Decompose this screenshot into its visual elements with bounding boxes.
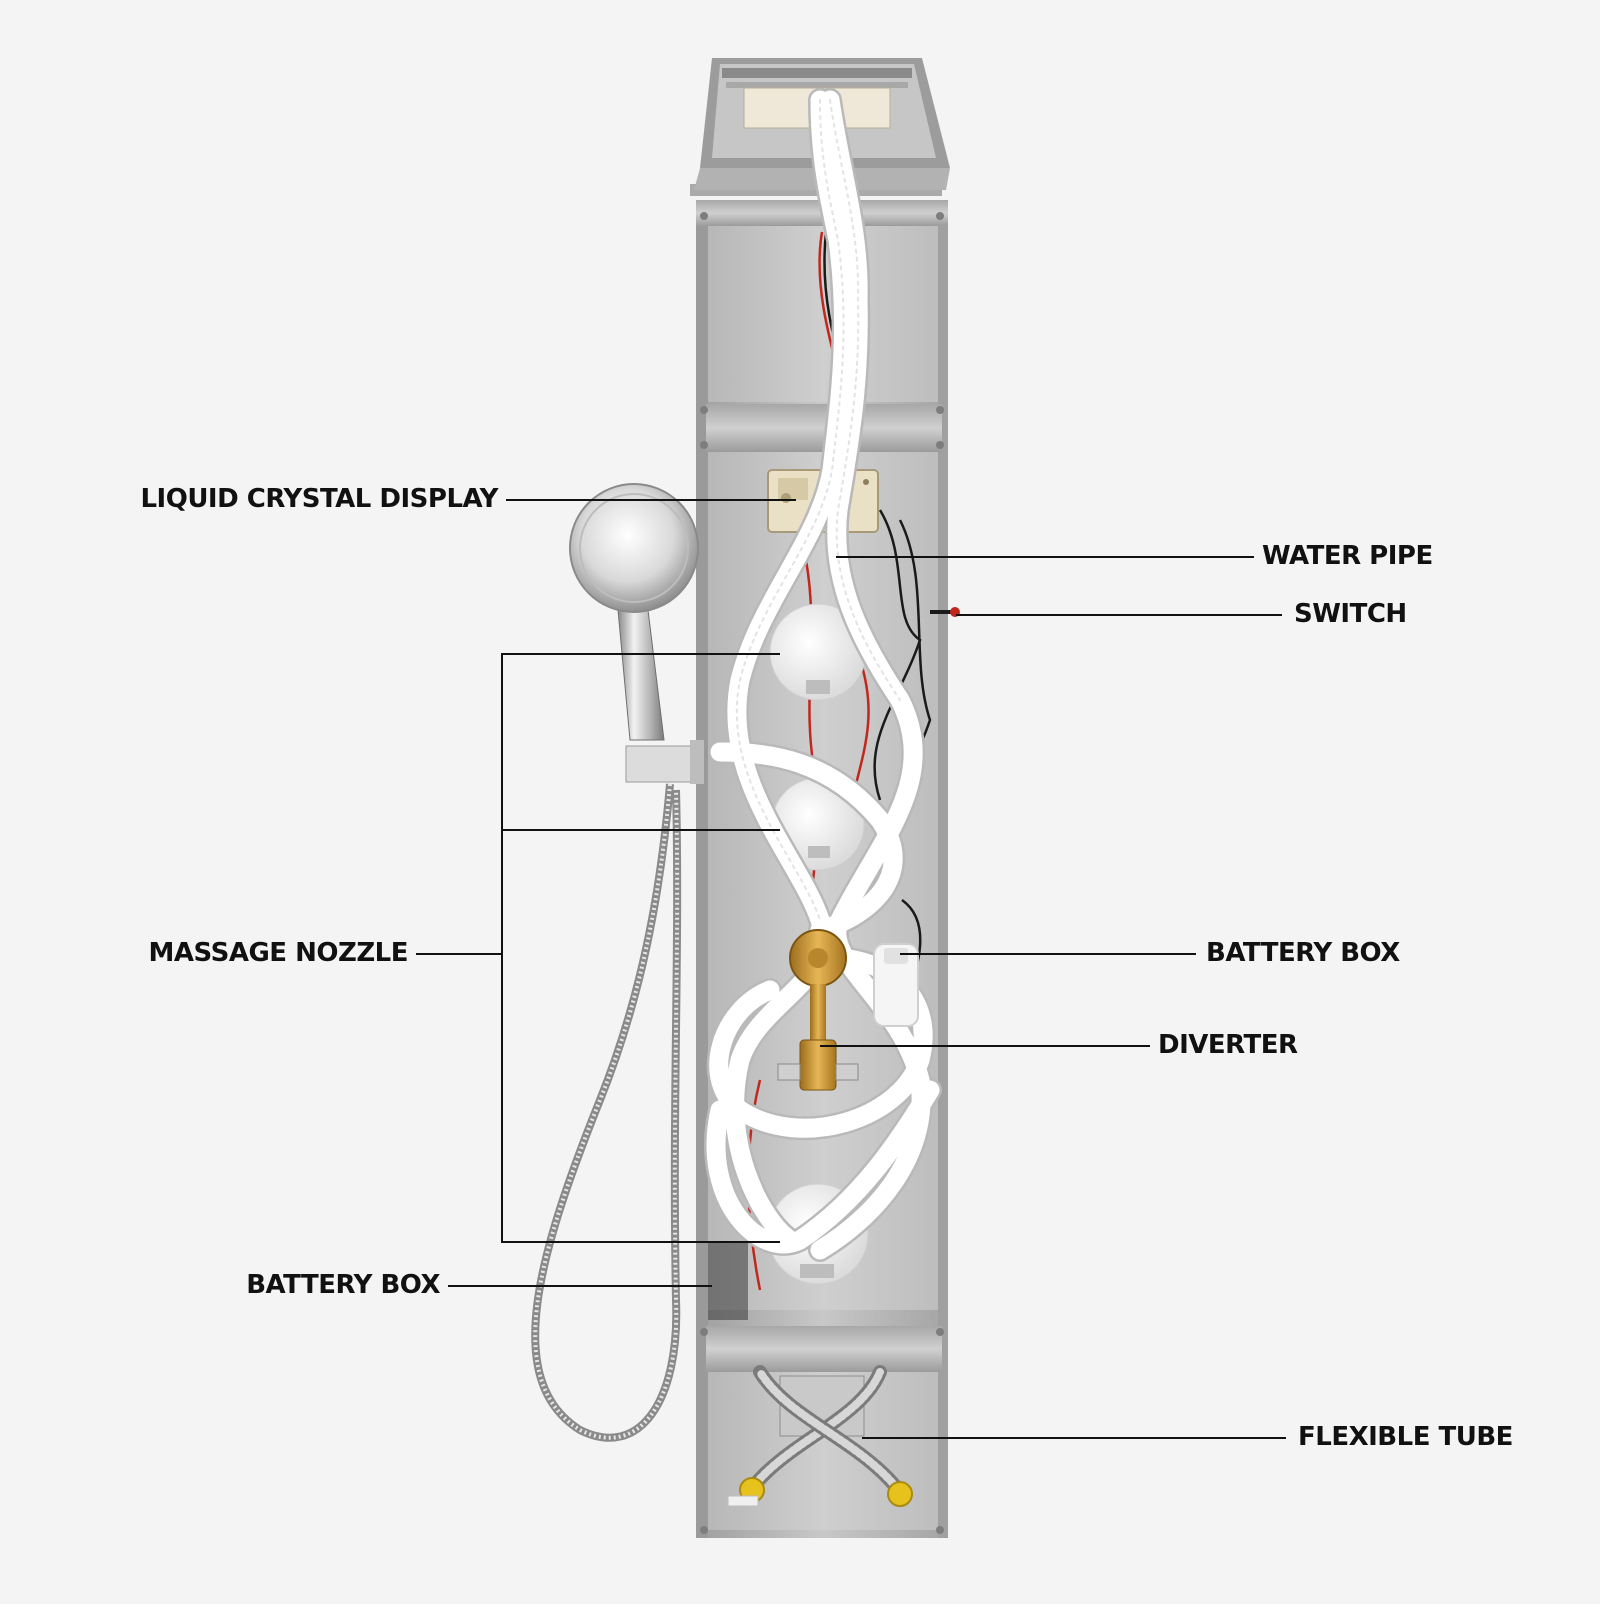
leader-lines [416, 499, 1286, 1439]
label-flexible-tube: FLEXIBLE TUBE [1298, 1422, 1513, 1452]
diverter-valve [777, 929, 859, 1091]
leader-massage-nozzle [501, 653, 780, 1243]
label-liquid-crystal-display: LIQUID CRYSTAL DISPLAY [140, 484, 498, 514]
bottom-compartment [727, 1365, 913, 1507]
battery-box-right [873, 943, 919, 1027]
label-battery-box-right: BATTERY BOX [1206, 938, 1400, 968]
label-massage-nozzle: MASSAGE NOZZLE [148, 938, 409, 968]
label-battery-box-left: BATTERY BOX [246, 1270, 440, 1300]
handheld-shower [531, 483, 704, 1442]
label-switch: SWITCH [1294, 599, 1407, 629]
water-pipes [704, 88, 942, 1262]
battery-box-left [708, 1242, 748, 1320]
label-diverter: DIVERTER [1158, 1030, 1298, 1060]
label-water-pipe: WATER PIPE [1262, 541, 1433, 571]
